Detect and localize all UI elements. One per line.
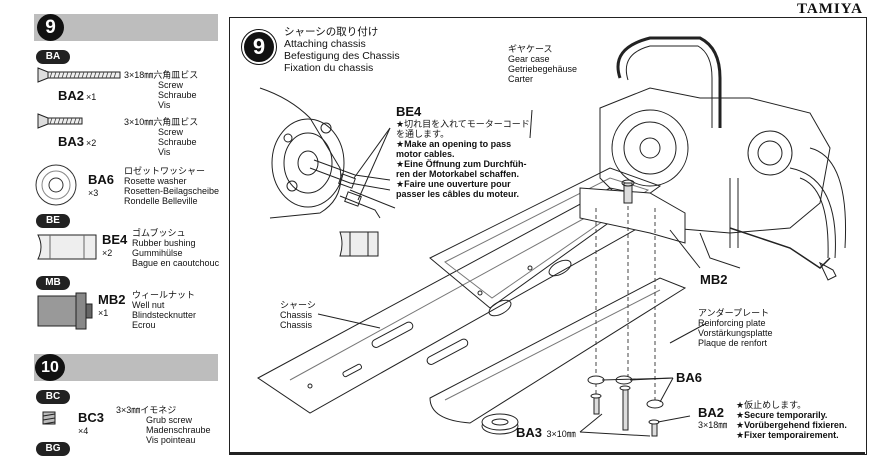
screw-illustration xyxy=(37,67,121,83)
be4-note-fr: ★Faire une ouverture pour passer les câb… xyxy=(396,179,520,199)
bag-badge-bc: BC xyxy=(36,390,70,404)
step-9-panel xyxy=(229,17,867,455)
rubber-bushing-illustration xyxy=(37,234,97,260)
part-description: ウィールナット Well nut Blindstecknutter Ecrou xyxy=(132,290,197,330)
well-nut-illustration xyxy=(37,292,93,330)
ba6-label: BA6 xyxy=(676,370,703,385)
part-code: BA3×2 xyxy=(58,134,97,149)
be4-note-jp: ★切れ目を入れてモーターコード を通します。 xyxy=(396,119,530,139)
reinforcing-plate-label: アンダープレート Reinforcing plate Vorstärkungsp… xyxy=(698,308,773,348)
part-code: BE4×2 xyxy=(102,232,128,258)
ba3-label: BA3 3×10㎜ xyxy=(516,425,576,440)
part-code: BA2×1 xyxy=(58,88,97,103)
part-description: 3×18㎜六角皿ビス Screw Schraube Vis xyxy=(124,70,199,110)
step-9-header xyxy=(34,14,218,41)
bag-badge-mb: MB xyxy=(36,276,70,290)
be4-note-de: ★Eine Öffnung zum Durchfüh- ren der Moto… xyxy=(396,159,527,179)
ba2-label: BA2 3×18㎜ xyxy=(698,405,728,430)
be4-callout: BE4 ★切れ目を入れてモーターコード を通します。 ★Make an open… xyxy=(396,104,530,199)
part-description: 3×10㎜六角皿ビス Screw Schraube Vis xyxy=(124,117,199,157)
bag-badge-ba: BA xyxy=(36,50,70,64)
temporary-note: ★仮止めします。 ★Secure temporarily. ★Vorüberge… xyxy=(736,400,847,440)
brand-logo: TAMIYA xyxy=(796,1,863,17)
step-9-number: 9 xyxy=(37,14,64,41)
chassis-label: シャーシ Chassis Chassis xyxy=(280,300,316,330)
chassis-assembly-illustration xyxy=(257,36,847,437)
divider xyxy=(229,452,865,454)
gear-case-label: ギヤケース Gear case Getriebegehäuse Carter xyxy=(508,44,578,84)
be4-note-en: ★Make an opening to pass motor cables. xyxy=(396,139,512,159)
part-description: ゴムブッシュ Rubber bushing Gummihülse Bague e… xyxy=(132,228,220,268)
be4-label: BE4 xyxy=(396,104,422,119)
part-description: ロゼットワッシャー Rosette washer Rosetten-Beilag… xyxy=(124,166,220,206)
washer-illustration xyxy=(35,164,77,206)
part-code: BA6×3 xyxy=(88,172,115,198)
panel-step-number: 9 xyxy=(241,29,277,65)
mb2-label: MB2 xyxy=(700,272,728,287)
screw-illustration xyxy=(37,113,83,129)
bag-badge-bg: BG xyxy=(36,442,70,456)
bag-badge-be: BE xyxy=(36,214,70,228)
grub-screw-illustration xyxy=(42,411,56,425)
part-description: 3×3㎜イモネジ Grub screw Madenschraube Vis po… xyxy=(116,405,211,445)
part-code: BC3×4 xyxy=(78,410,105,436)
panel-title: シャーシの取り付け Attaching chassis Befestigung … xyxy=(284,26,400,74)
step-10-number: 10 xyxy=(35,354,65,381)
part-code: MB2×1 xyxy=(98,292,126,318)
